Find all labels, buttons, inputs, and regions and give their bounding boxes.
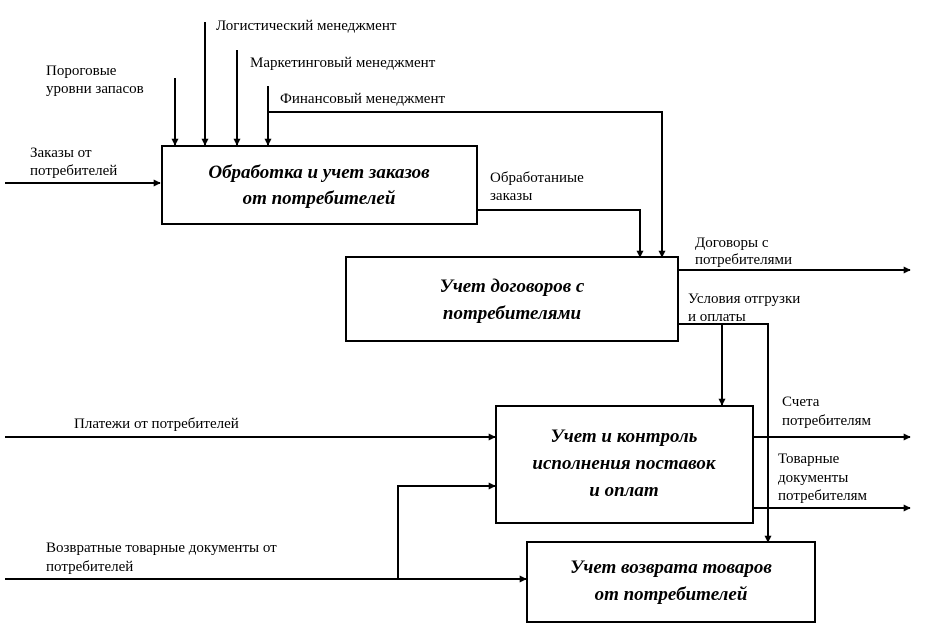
terms-to-control-arrow bbox=[678, 323, 726, 406]
processed-orders-arrow bbox=[477, 209, 644, 258]
label-invoices-line-1: Счета bbox=[782, 394, 820, 410]
label-payments-in: Платежи от потребителей bbox=[74, 416, 239, 432]
box-contracts-line-2: потребителями bbox=[443, 303, 581, 324]
returns-to-control-arrow bbox=[397, 482, 496, 579]
label-invoices-line-2: потребителям bbox=[782, 413, 871, 429]
label-docs-line-3: потребителям bbox=[778, 488, 867, 504]
box-control: Учет и контроль исполнения поставок и оп… bbox=[495, 405, 754, 524]
financial-to-contracts-arrow bbox=[268, 111, 666, 258]
label-processed-line-2: заказы bbox=[490, 188, 532, 204]
label-contracts-out-line-2: потребителями bbox=[695, 252, 792, 268]
box-control-line-1: Учет и контроль bbox=[551, 426, 698, 447]
label-thresholds-line-2: уровни запасов bbox=[46, 81, 144, 97]
box-orders-line-2: от потребителей bbox=[243, 188, 396, 209]
label-orders-in-line-1: Заказы от bbox=[30, 145, 92, 161]
box-control-line-2: исполнения поставок bbox=[532, 453, 716, 474]
label-docs-line-2: документы bbox=[778, 470, 848, 486]
label-processed-line-1: Обработаниые bbox=[490, 170, 584, 186]
label-financial: Финансовый менеджмент bbox=[280, 91, 445, 107]
label-orders-in-line-2: потребителей bbox=[30, 163, 117, 179]
label-docs-line-1: Товарные bbox=[778, 451, 840, 467]
label-contracts-out-line-1: Договоры с bbox=[695, 235, 769, 251]
label-logistics: Логистический менеджмент bbox=[216, 18, 397, 34]
box-returns-line-1: Учет возврата товаров bbox=[570, 557, 772, 578]
box-contracts-line-1: Учет договоров с bbox=[440, 276, 585, 297]
box-returns-line-2: от потребителей bbox=[595, 584, 748, 605]
terms-to-returns-arrow bbox=[722, 323, 772, 543]
label-shipment-terms-line-1: Условия отгрузки bbox=[688, 291, 800, 307]
box-orders-processing: Обработка и учет заказов от потребителей bbox=[161, 145, 478, 225]
label-thresholds-line-1: Пороговые bbox=[46, 63, 117, 79]
label-returns-in-line-2: потребителей bbox=[46, 559, 133, 575]
label-marketing: Маркетинговый менеджмент bbox=[250, 55, 436, 71]
box-returns: Учет возврата товаров от потребителей bbox=[526, 541, 816, 623]
label-returns-in-line-1: Возвратные товарные документы от bbox=[46, 540, 277, 556]
box-orders-line-1: Обработка и учет заказов bbox=[208, 162, 430, 183]
box-contracts: Учет договоров с потребителями bbox=[345, 256, 679, 342]
box-control-line-3: и оплат bbox=[589, 480, 658, 501]
label-shipment-terms-line-2: и оплаты bbox=[688, 309, 746, 325]
